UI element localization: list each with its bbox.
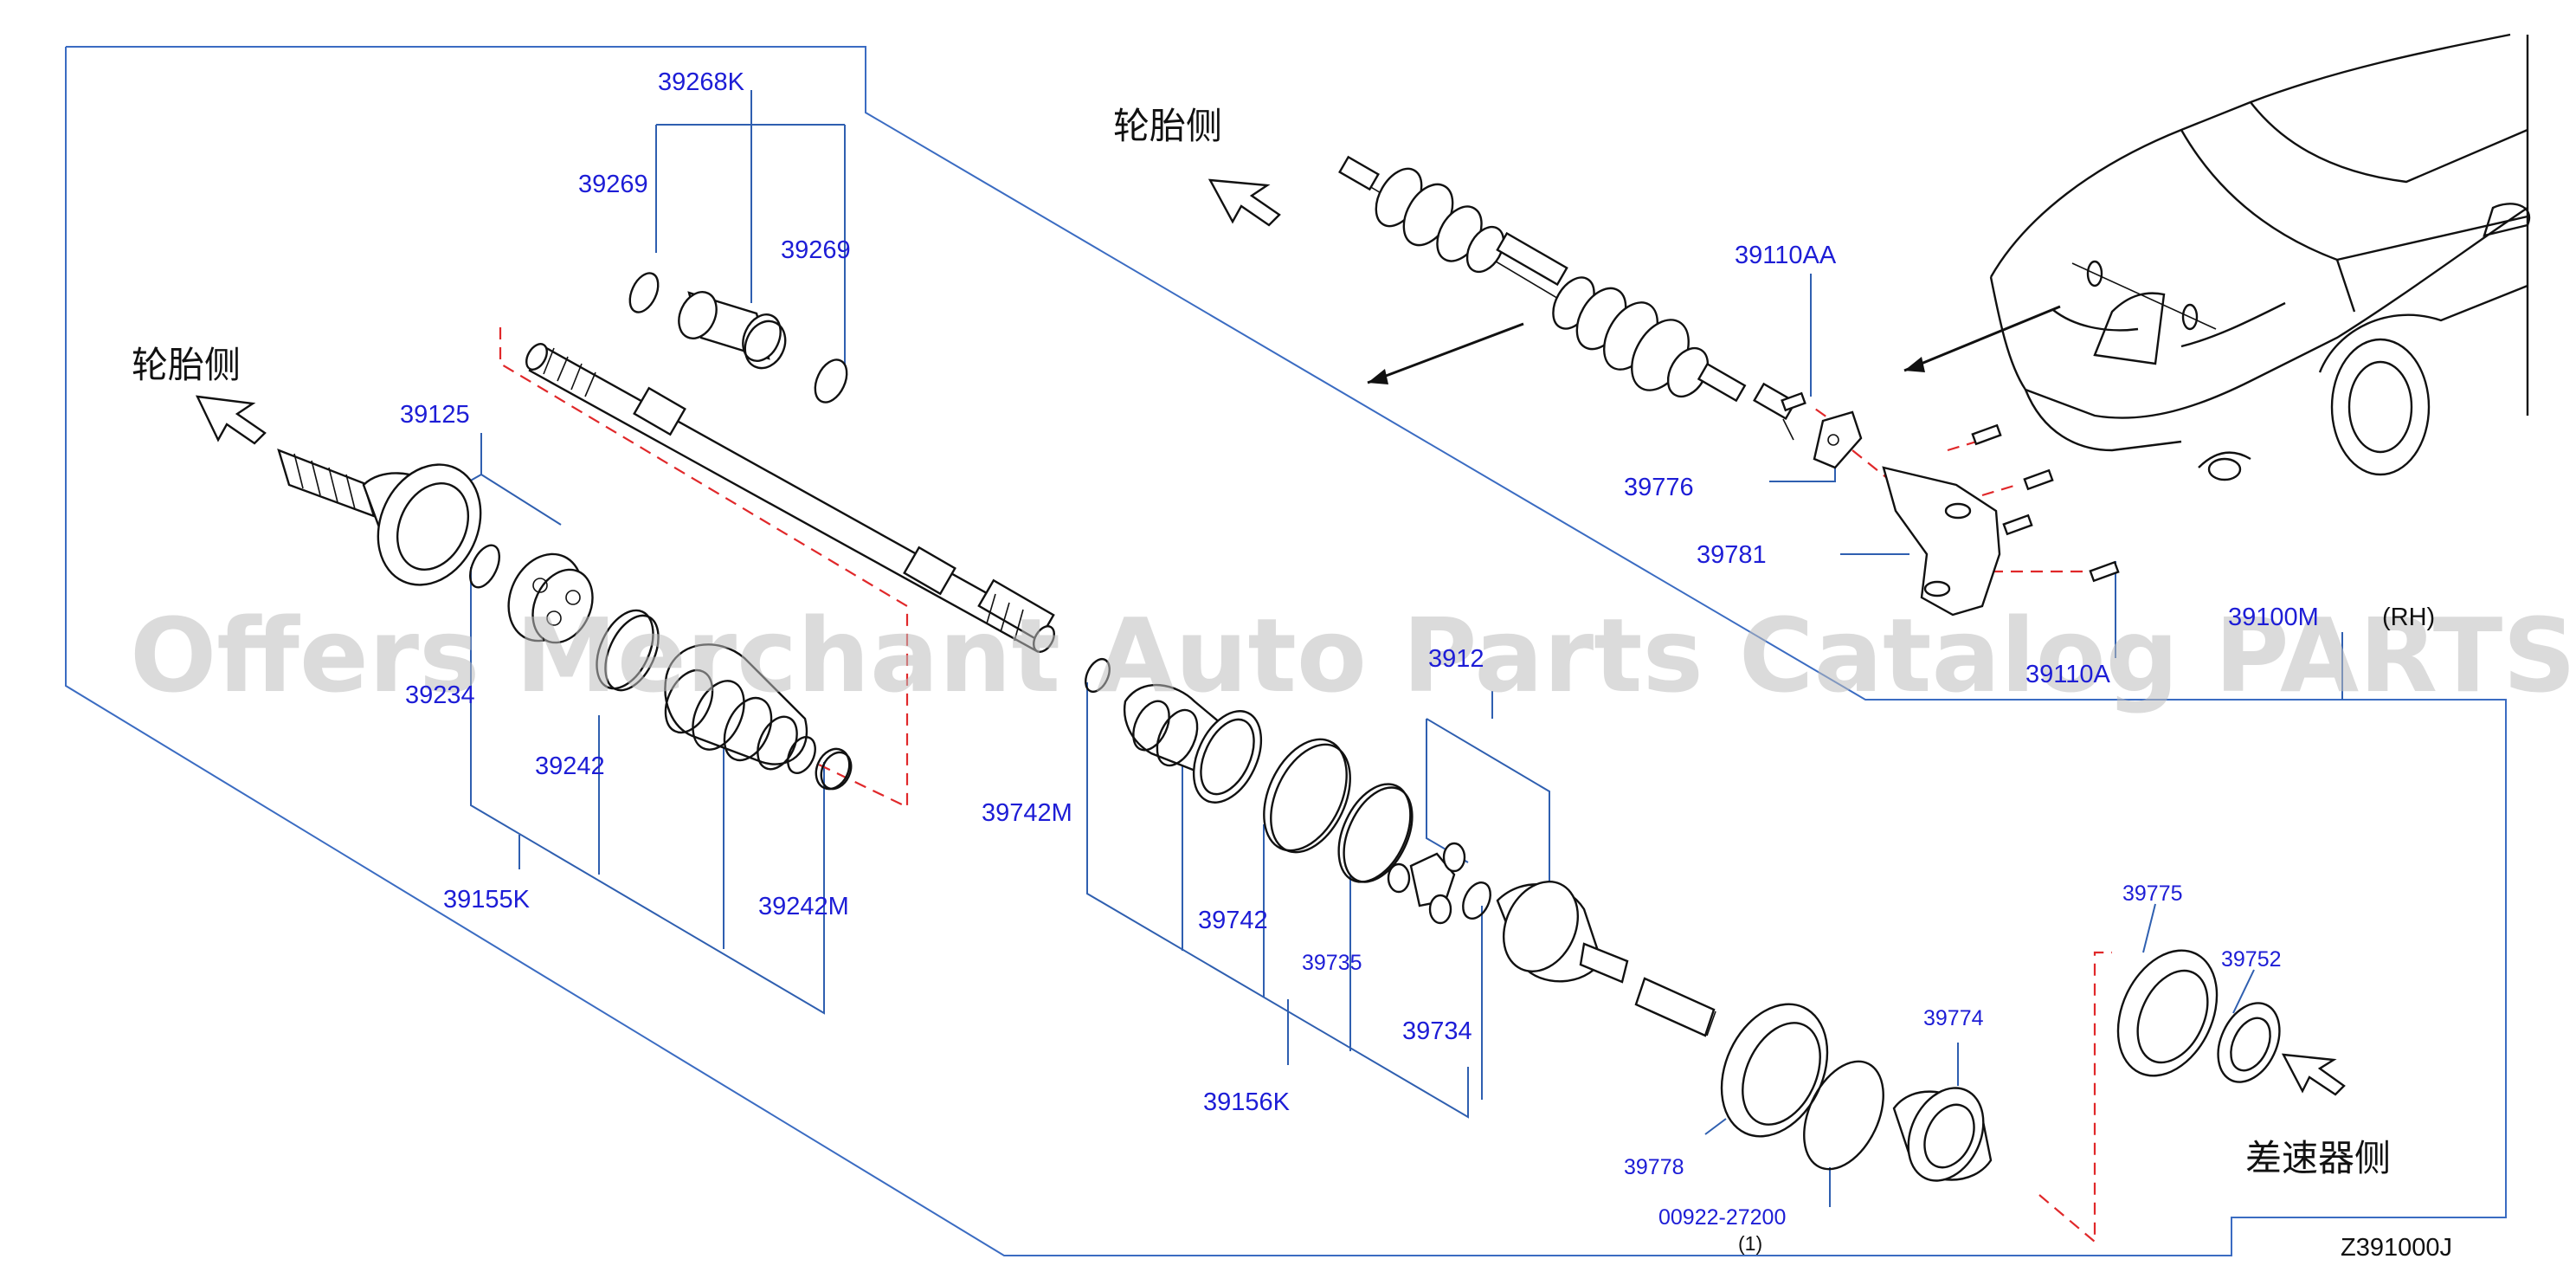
- part-number-39775[interactable]: 39775: [2122, 881, 2183, 906]
- part-number-39778[interactable]: 39778: [1624, 1155, 1684, 1179]
- part-number-39774[interactable]: 39774: [1923, 1006, 1984, 1030]
- part-number-39156K[interactable]: 39156K: [1203, 1088, 1291, 1116]
- part-number-00922-27200[interactable]: 00922-27200: [1658, 1205, 1786, 1230]
- part-number-39125[interactable]: 39125: [400, 401, 470, 429]
- bolt-icon: [1781, 391, 2120, 583]
- diagram-code: Z391000J: [2341, 1234, 2452, 1262]
- part-number-39110AA-top[interactable]: 39110AA: [1735, 242, 1837, 269]
- outer-cv-joint-parts: [277, 448, 853, 791]
- vehicle-illustration: [1989, 33, 2531, 481]
- part-number-39126[interactable]: 3912: [1428, 645, 1484, 673]
- differential-side-label: 差速器侧: [2245, 1137, 2391, 1179]
- watermark-text: Offers Merchant Auto Parts Catalog PARTS…: [130, 596, 2576, 715]
- part-number-39752[interactable]: 39752: [2221, 947, 2282, 972]
- inner-joint-parts: [1085, 657, 1716, 1037]
- tire-side-label-top: 轮胎侧: [1113, 105, 1222, 147]
- intermediate-shaft: [525, 272, 1055, 653]
- support-bearing-parts: [1720, 949, 2281, 1182]
- part-number-39734[interactable]: 39734: [1402, 1017, 1472, 1045]
- part-number-39781[interactable]: 39781: [1697, 541, 1767, 569]
- quantity-note: (1): [1738, 1232, 1762, 1255]
- leader-lines: [428, 90, 2343, 1207]
- part-number-39742M[interactable]: 39742M: [982, 799, 1072, 827]
- direction-arrows: [195, 178, 2346, 1096]
- center-bearing-bracket: [1781, 391, 2120, 617]
- part-number-39269-left[interactable]: 39269: [578, 171, 648, 198]
- part-number-39155K[interactable]: 39155K: [443, 886, 531, 914]
- assembly-boundary-frame: [65, 46, 2507, 1256]
- part-number-39269-right[interactable]: 39269: [781, 236, 851, 264]
- part-number-39735[interactable]: 39735: [1302, 951, 1362, 975]
- part-number-39110AA-bottom[interactable]: 39110A: [2025, 661, 2110, 688]
- part-number-39776[interactable]: 39776: [1624, 474, 1694, 501]
- part-number-39100M[interactable]: 39100M: [2228, 604, 2319, 631]
- part-number-39268K[interactable]: 39268K: [658, 68, 745, 96]
- part-number-39742[interactable]: 39742: [1198, 907, 1268, 934]
- halfshaft-assembly-illustration: [1338, 155, 1797, 441]
- part-number-39242M[interactable]: 39242M: [758, 893, 849, 920]
- part-number-39234[interactable]: 39234: [405, 681, 475, 709]
- assembly-side-note: (RH): [2382, 604, 2435, 631]
- part-number-39242[interactable]: 39242: [535, 752, 605, 780]
- tire-side-label-left: 轮胎侧: [132, 344, 241, 386]
